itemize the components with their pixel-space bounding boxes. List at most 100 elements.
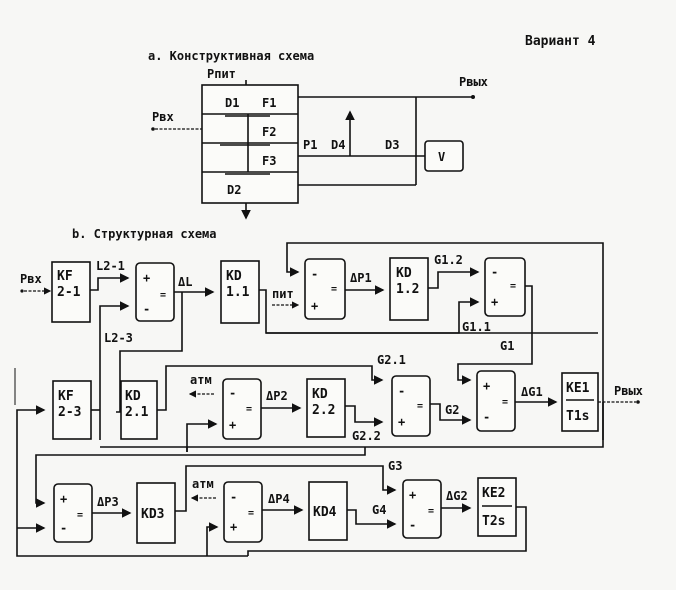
summer-p1-eq: = (331, 284, 337, 295)
variant-label: Вариант 4 (525, 34, 596, 49)
part-a-title: a. Конструктивная схема (148, 49, 314, 63)
summer-p3-eq: = (77, 510, 83, 521)
bottom-loop-left (16, 500, 248, 557)
ke1-num: KE1 (566, 381, 590, 396)
ke2-den: T2s (482, 514, 505, 529)
summer-l (135, 262, 175, 322)
block-kd4 (308, 481, 348, 541)
kf23-in-wire (16, 405, 46, 500)
label-g4: G4 (372, 503, 386, 517)
block-kd3 (136, 482, 176, 544)
ke2-feedback (247, 506, 527, 556)
summer-dg2-plus: + (409, 488, 416, 502)
summer-g2-plus: + (398, 415, 405, 429)
summer-g2-minus: - (398, 384, 405, 398)
label-g1: G1 (500, 339, 514, 353)
label-p-out-b: Pвых (614, 384, 643, 398)
label-atm1: атм (190, 373, 212, 387)
summer-p1-plus: + (311, 299, 318, 313)
g1-wire (457, 285, 533, 385)
kd12-line2: 1.2 (396, 282, 419, 297)
ke2-num: KE2 (482, 486, 505, 501)
summer-dg2 (402, 479, 442, 539)
summer-g1-eq: = (510, 281, 516, 292)
label-g22: G2.2 (352, 429, 381, 443)
summer-p4-plus: + (230, 520, 237, 534)
label-dg2: ΔG2 (446, 489, 468, 503)
summer-dg1-minus: - (483, 410, 490, 424)
kd11-line1: KD (226, 269, 242, 284)
label-g21: G2.1 (377, 353, 406, 367)
kf23-line1: KF (58, 389, 74, 404)
block-kd11 (220, 260, 260, 324)
l23-wire (99, 301, 130, 440)
block-kf23 (52, 380, 92, 440)
label-d4: D4 (331, 138, 345, 152)
kd4-label: KD4 (313, 505, 337, 520)
label-d1: D1 (225, 96, 239, 110)
summer-p2-minus: - (229, 386, 236, 400)
ke1-feedback-bottom (100, 402, 604, 448)
p3-plus-wire (35, 447, 366, 508)
p4-plus-wire (206, 522, 219, 556)
p-in-dot (151, 127, 155, 131)
label-p-out-a: Pвых (459, 75, 488, 89)
summer-l-plus: + (143, 271, 150, 285)
label-f3: F3 (262, 154, 276, 168)
g2-wire (430, 403, 472, 425)
label-d2: D2 (227, 183, 241, 197)
g11-wire (266, 297, 480, 334)
summer-dg2-eq: = (428, 506, 434, 517)
block-ke1 (561, 372, 599, 432)
summer-p2 (222, 378, 262, 440)
g22-wire (345, 405, 384, 427)
summer-l-eq: = (160, 290, 166, 301)
label-atm2: атм (192, 477, 214, 491)
part-b-title: b. Структурная схема (72, 227, 217, 241)
summer-dg2-minus: - (409, 518, 416, 532)
p2-plus-wire (186, 419, 218, 452)
summer-p1 (304, 258, 346, 320)
block-kd22 (306, 378, 346, 438)
label-dp3: ΔP3 (97, 495, 119, 509)
summer-g1 (484, 257, 526, 317)
summer-p2-eq: = (246, 404, 252, 415)
summer-p2-plus: + (229, 418, 236, 432)
block-kf21 (51, 261, 91, 323)
p-out-b-dot (636, 400, 640, 404)
label-dg1: ΔG1 (521, 385, 543, 399)
kd3-label: KD3 (141, 507, 164, 522)
label-l21: L2-1 (96, 259, 125, 273)
volume-v-box (424, 140, 464, 172)
dl-feed-kd21 (116, 292, 183, 413)
label-p-in-b: Pвх (20, 272, 42, 286)
summer-p1-minus: - (311, 267, 318, 281)
label-pit: пит (272, 287, 294, 301)
construct-body (201, 84, 299, 204)
summer-g1-plus: + (491, 295, 498, 309)
summer-p4-eq: = (248, 508, 254, 519)
summer-p4-minus: - (230, 490, 237, 504)
label-g12: G1.2 (434, 253, 463, 267)
p-out-dot-a (471, 95, 475, 99)
label-v: V (438, 150, 445, 164)
l21-wire (90, 273, 130, 291)
summer-dg1 (476, 370, 516, 432)
kf21-line1: KF (57, 269, 73, 284)
kf21-line2: 2-1 (57, 285, 81, 300)
summer-dg1-plus: + (483, 379, 490, 393)
label-dl: ΔL (178, 275, 192, 289)
label-p-in-a: Pвх (152, 110, 174, 124)
summer-dg1-eq: = (502, 397, 508, 408)
block-kd12 (389, 257, 429, 321)
g4-wire (347, 509, 397, 529)
kd21-line1: KD (125, 389, 141, 404)
g21-wire (157, 365, 384, 411)
kd22-line2: 2.2 (312, 403, 335, 418)
g3-wire (175, 465, 397, 512)
kd11-line2: 1.1 (226, 285, 250, 300)
label-f2: F2 (262, 125, 276, 139)
summer-l-minus: - (143, 302, 150, 316)
block-ke2 (477, 477, 517, 537)
